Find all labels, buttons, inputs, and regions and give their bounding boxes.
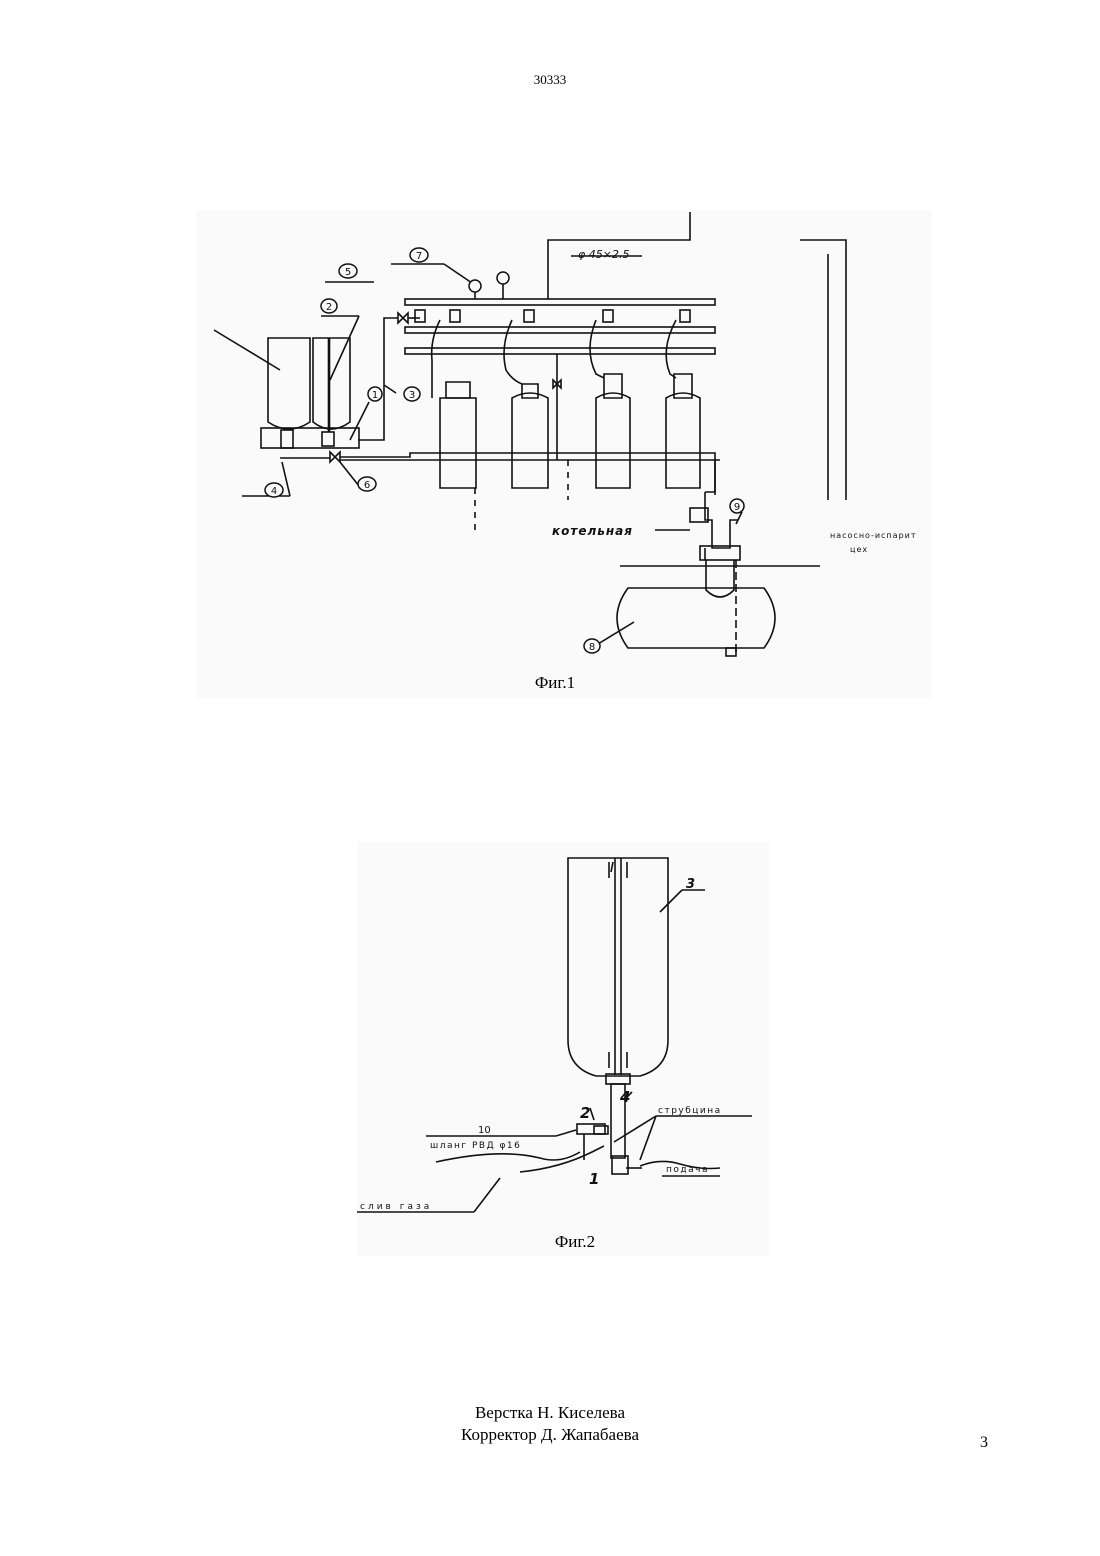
valve-top-left <box>398 313 408 323</box>
callout-2: 2 <box>326 302 332 313</box>
callout-3: 3 <box>409 390 415 401</box>
callout-8: 8 <box>589 642 595 653</box>
page-number: 3 <box>980 1434 988 1452</box>
proofreader-credit: Корректор Д. Жапабаева <box>0 1424 1100 1446</box>
gas-drain-label: слив газа <box>360 1202 432 1212</box>
tank-cylinder-right <box>313 338 350 429</box>
small-cylinders <box>440 374 700 488</box>
layout-credit: Верстка Н. Киселева <box>0 1402 1100 1424</box>
storage-tank-8 <box>617 588 775 648</box>
callout-9: 9 <box>734 502 740 513</box>
fig2-num-1: 1 <box>589 1170 599 1188</box>
pipe-spec-label: φ 45×2.5 <box>578 248 629 261</box>
callout-4: 4 <box>271 486 277 497</box>
callout-6: 6 <box>364 480 370 491</box>
base-frame <box>261 428 359 448</box>
header-rail-mid <box>405 327 715 333</box>
header-rail-low <box>405 348 715 354</box>
callout-5: 5 <box>345 267 351 278</box>
header-rail-top <box>405 299 715 305</box>
fig2-num-10: 10 <box>478 1125 491 1136</box>
fig2-num-2: 2 <box>580 1104 590 1122</box>
pump-shop-label-2: цех <box>850 545 868 554</box>
boiler-room-label: котельная <box>552 524 633 538</box>
figure-2-caption: Фиг.2 <box>520 1232 630 1252</box>
pump-shop-label-1: насосно-испарит <box>830 531 917 540</box>
hose-label: шланг РВД φ16 <box>430 1141 521 1151</box>
figure-1-caption: Фиг.1 <box>500 673 610 693</box>
figure-2-drawing <box>357 858 752 1212</box>
fig2-num-3: 3 <box>686 877 695 892</box>
clamp-label: струбцина <box>658 1106 722 1116</box>
tank-cylinder-left <box>268 338 310 429</box>
supply-label: подача <box>666 1165 709 1175</box>
callout-7: 7 <box>416 251 422 262</box>
valve-6 <box>330 452 340 462</box>
fig2-num-4: 4 <box>619 1088 630 1106</box>
callout-1: 1 <box>372 390 378 401</box>
gas-cylinder-3 <box>568 858 668 1076</box>
